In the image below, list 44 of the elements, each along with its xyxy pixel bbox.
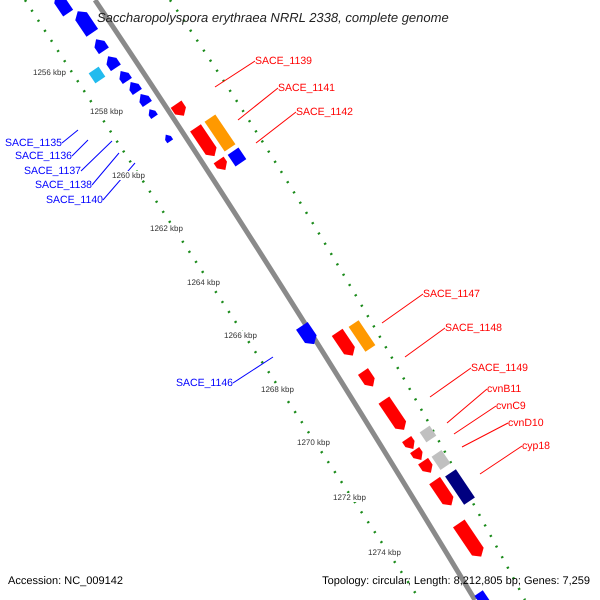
gene-label: SACE_1142 — [296, 105, 354, 119]
gene-label: SACE_1137 — [24, 164, 81, 178]
genome-summary-text: Topology: circular; Length: 8,212,805 bp; Genes: 7,259 — [322, 574, 590, 587]
position-label: 1256 kbp — [33, 68, 66, 77]
position-label: 1262 kbp — [150, 224, 183, 233]
position-label: 1274 kbp — [368, 548, 401, 557]
gene-label: cvnC9 — [496, 399, 526, 413]
position-label: 1272 kbp — [333, 492, 366, 502]
position-label: 1266 kbp — [224, 330, 257, 340]
leader-line — [92, 152, 120, 186]
gene-label: SACE_1148 — [445, 321, 502, 335]
gene-label: cyp18 — [522, 439, 550, 453]
accession-text: Accession: NC_009142 — [8, 574, 123, 587]
gene-label: SACE_1138 — [34, 178, 92, 192]
leader-line — [404, 328, 446, 358]
leader-line — [454, 406, 496, 434]
gene-label: cvnD10 — [508, 416, 544, 430]
gene-label: SACE_1149 — [471, 361, 528, 375]
leader-line — [480, 446, 522, 474]
leader-line — [430, 368, 472, 398]
gene-label: cvnB11 — [487, 382, 522, 396]
gene-label: SACE_1139 — [255, 54, 312, 68]
leader-line — [214, 60, 256, 88]
position-label: 1268 kbp — [261, 384, 294, 394]
position-label: 1264 kbp — [187, 278, 220, 287]
leader-line — [72, 140, 88, 156]
gene-label: SACE_1141 — [278, 81, 336, 95]
gene-label: SACE_1140 — [46, 193, 103, 207]
leader-line — [382, 294, 424, 324]
gene-label: SACE_1135 — [4, 136, 62, 150]
gene-label: SACE_1147 — [423, 287, 480, 301]
genome-title: Saccharopolyspora erythraea NRRL 2338, complete genome — [97, 10, 449, 25]
gene-label: SACE_1136 — [14, 149, 72, 163]
gene-label: SACE_1146 — [176, 376, 233, 390]
leader-line — [446, 388, 488, 424]
leader-line — [62, 130, 78, 144]
leader-line — [462, 422, 508, 448]
position-label: 1270 kbp — [297, 438, 330, 447]
leader-line — [238, 88, 278, 120]
leader-line — [232, 356, 274, 384]
position-label: 1260 kbp — [112, 170, 145, 180]
leader-line — [256, 112, 296, 144]
position-label: 1258 kbp — [90, 106, 123, 116]
leader-line — [80, 140, 112, 172]
